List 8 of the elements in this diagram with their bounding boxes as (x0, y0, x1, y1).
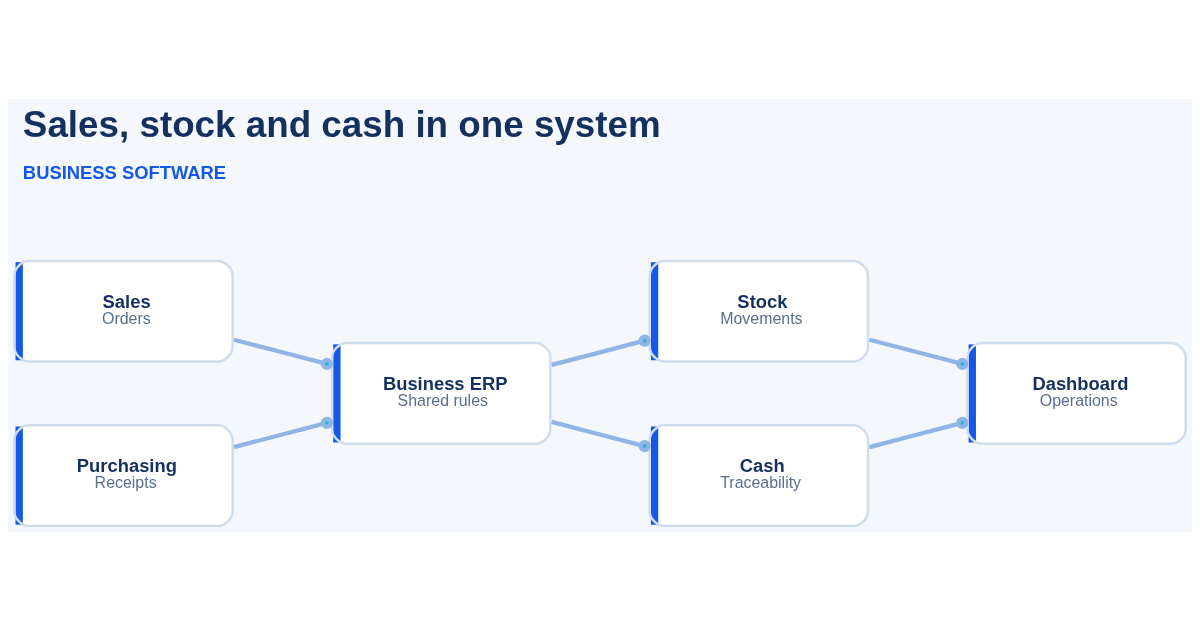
connector (868, 337, 969, 370)
connector (233, 416, 334, 449)
connector (868, 416, 969, 449)
label: BUSINESS SOFTWARE (22, 161, 227, 183)
connector (551, 334, 651, 367)
diagram-title: Sales, stock and cash in one system (22, 103, 661, 145)
connector (551, 419, 651, 452)
connector (233, 337, 334, 370)
